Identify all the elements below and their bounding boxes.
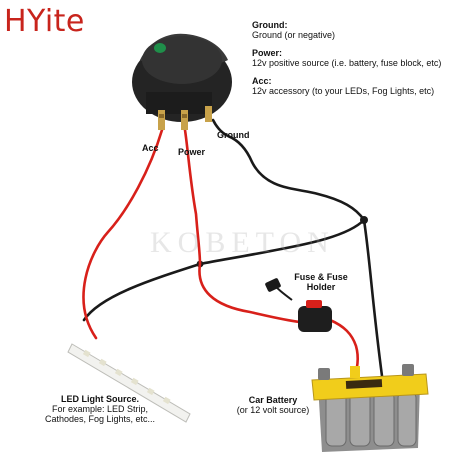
battery-subtitle: (or 12 volt source) [236,405,310,415]
legend-ground-desc: Ground (or negative) [252,30,336,40]
fuse-label: Fuse & Fuse Holder [282,272,360,292]
legend-power-title: Power: [252,48,283,58]
brand-logo: HYite [4,4,85,39]
legend-power-desc: 12v positive source (i.e. battery, fuse … [252,58,442,68]
ground-to-battery-wire [362,218,384,378]
ground-junction [360,216,368,224]
ground-terminal-label: Ground [217,130,250,140]
watermark: KOBETON [150,226,335,259]
rocker-switch-icon [132,33,232,130]
battery-title: Car Battery [248,395,298,405]
car-battery-icon [311,364,429,452]
battery-label: Car Battery (or 12 volt source) [232,395,314,415]
legend-acc-desc: 12v accessory (to your LEDs, Fog Lights,… [252,86,435,96]
led-label: LED Light Source. For example: LED Strip… [40,394,160,424]
led-title: LED Light Source. [60,394,139,404]
acc-wire [82,128,164,340]
legend: Ground: Ground (or negative) Power: 12v … [252,20,441,96]
fuse-label-line1: Fuse & Fuse [294,272,348,282]
led-line1: For example: LED Strip, [51,404,149,414]
led-line2: Cathodes, Fog Lights, etc... [44,414,156,424]
legend-acc-title: Acc: [252,76,272,86]
led-strip-icon [67,343,191,423]
fuse-holder-icon [265,278,332,332]
legend-ground-title: Ground: [252,20,288,30]
fuse-label-line2: Holder [306,282,336,292]
power-wire [183,128,302,324]
acc-terminal-label: Acc [142,143,159,153]
power-terminal-label: Power [178,147,206,157]
